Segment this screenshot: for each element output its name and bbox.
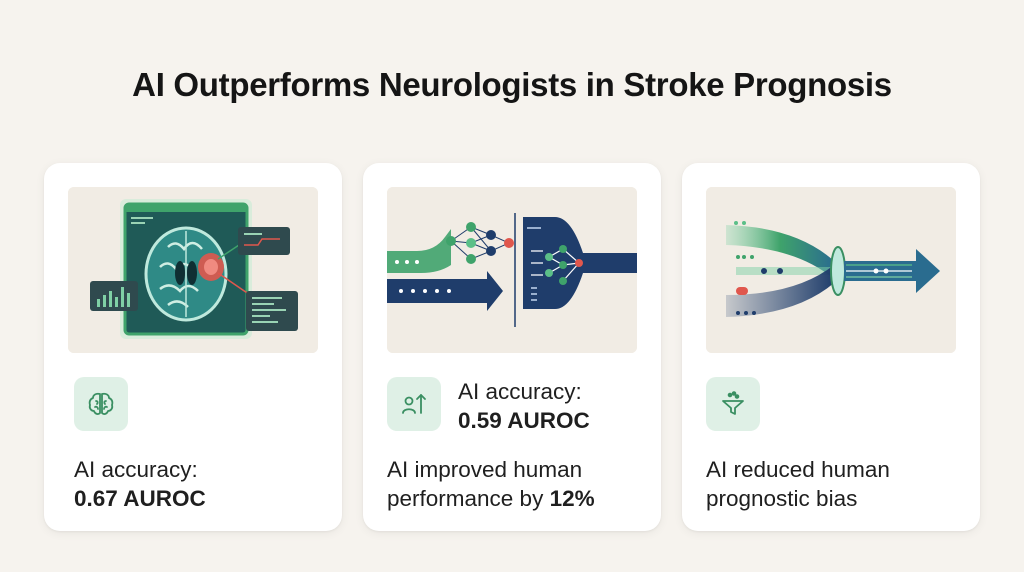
- card2-text: AI improved human performance by 12%: [387, 455, 595, 513]
- card-human-improvement: AI accuracy: 0.59 AUROC AI improved huma…: [363, 163, 661, 531]
- card2-metric-value-wrap: 0.59 AUROC: [458, 406, 590, 435]
- page-title: AI Outperforms Neurologists in Stroke Pr…: [132, 66, 892, 103]
- bias-filter-illustration: [706, 187, 956, 353]
- person-up-arrow-icon: [387, 377, 441, 431]
- neural-network-image: [387, 187, 637, 353]
- card2-percent: 12%: [549, 486, 595, 511]
- card3-line1: AI reduced human: [706, 457, 890, 482]
- card1-text: AI accuracy: 0.67 AUROC: [74, 455, 206, 513]
- card2-line2-prefix: performance by: [387, 486, 550, 511]
- card2-line2: performance by 12%: [387, 484, 595, 513]
- funnel-icon: [706, 377, 760, 431]
- card2-auroc: 0.59 AUROC: [458, 408, 590, 433]
- brain-scan-image: [68, 187, 318, 353]
- card2-metric-label: AI accuracy:: [458, 379, 582, 404]
- card1-line1: AI accuracy:: [74, 457, 198, 482]
- card-ai-accuracy: AI accuracy: 0.67 AUROC: [44, 163, 342, 531]
- card2-line1: AI improved human: [387, 457, 583, 482]
- card3-line2: prognostic bias: [706, 486, 858, 511]
- card2-metric: AI accuracy: 0.59 AUROC: [458, 377, 590, 435]
- card1-auroc: 0.67 AUROC: [74, 486, 206, 511]
- brain-scan-illustration: [68, 187, 318, 353]
- bias-filter-image: [706, 187, 956, 353]
- brain-icon: [74, 377, 128, 431]
- card1-value: 0.67 AUROC: [74, 484, 206, 513]
- card3-text: AI reduced human prognostic bias: [706, 455, 890, 513]
- neural-network-illustration: [387, 187, 637, 353]
- card-bias-reduction: AI reduced human prognostic bias: [682, 163, 980, 531]
